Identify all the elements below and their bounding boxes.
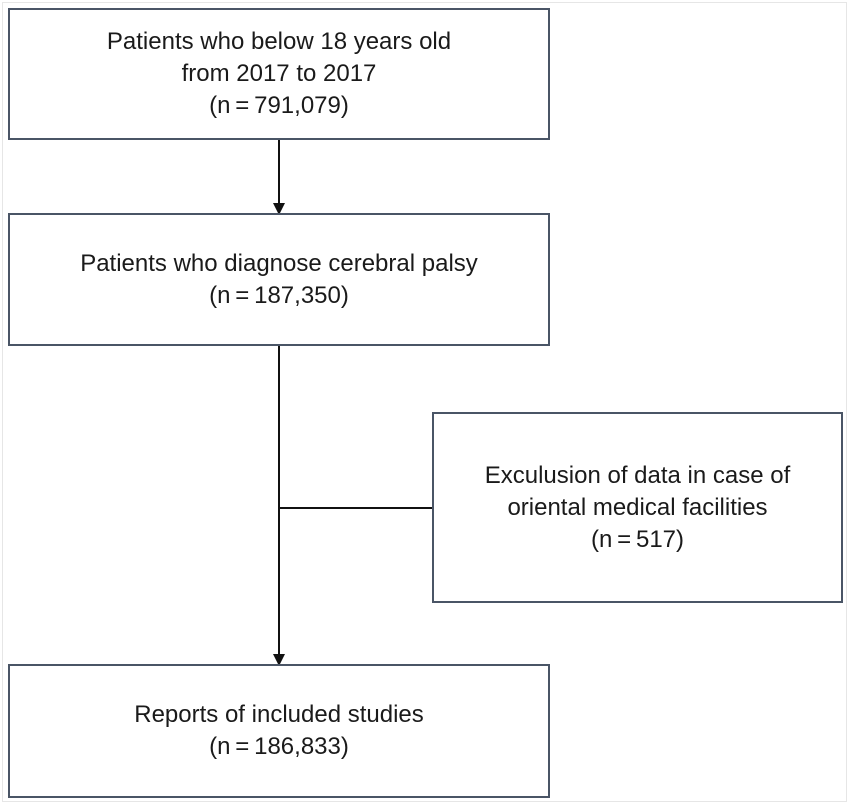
included-studies-title: Reports of included studies — [134, 701, 424, 728]
cerebral-palsy-count: (n = 187,350) — [209, 281, 349, 309]
included-studies-box: Reports of included studies (n = 186,833… — [8, 664, 550, 798]
exclusion-title: Exculusion of data in case of — [484, 461, 791, 489]
cerebral-palsy-box: Patients who diagnose cerebral palsy (n … — [8, 213, 550, 346]
included-studies-count: (n = 186,833) — [209, 733, 349, 760]
cerebral-palsy-title: Patients who diagnose cerebral palsy — [80, 249, 478, 277]
exclusion-count: (n = 517) — [591, 525, 684, 553]
eligible-patients-count: (n = 791,079) — [209, 92, 349, 119]
exclusion-box: Exculusion of data in case of oriental m… — [432, 412, 843, 603]
exclusion-detail: oriental medical facilities — [507, 493, 768, 521]
eligible-patients-period: from 2017 to 2017 — [181, 60, 377, 87]
eligible-patients-box: Patients who below 18 years old from 201… — [8, 8, 550, 140]
eligible-patients-title: Patients who below 18 years old — [106, 28, 452, 55]
